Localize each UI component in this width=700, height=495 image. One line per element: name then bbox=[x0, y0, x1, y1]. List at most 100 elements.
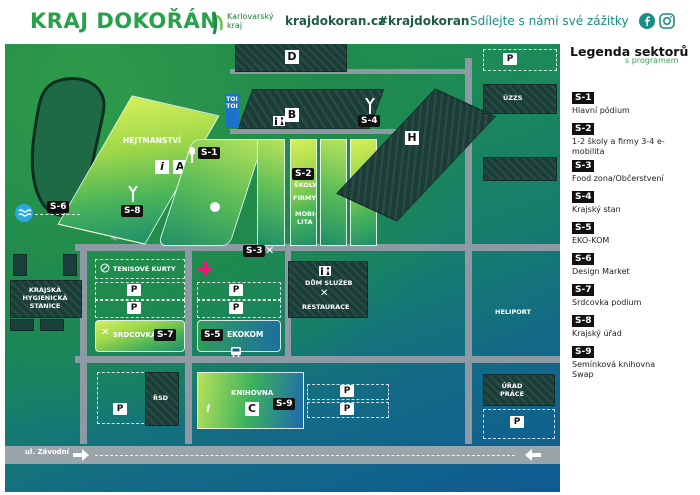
road-top-horizontal bbox=[230, 69, 470, 74]
rsd-building bbox=[145, 372, 179, 426]
road-lower-horizontal bbox=[75, 356, 560, 363]
logo-text: Karlovarský kraj bbox=[227, 12, 274, 30]
path-s6 bbox=[35, 214, 80, 215]
parking-sign-2: P bbox=[127, 302, 141, 314]
venue-map: HEJTMANSTVÍ i A S-8 S-1 S-2 ŠKOLY FIRMY … bbox=[5, 44, 560, 492]
parking-sign-4: P bbox=[229, 302, 243, 314]
parking-sign-7: P bbox=[340, 403, 354, 415]
street-label: ul. Závodní bbox=[25, 448, 70, 456]
sector-s4: S-4 bbox=[358, 115, 381, 127]
sector-s6: S-6 bbox=[47, 201, 70, 213]
tent-icon-s4 bbox=[365, 98, 375, 114]
parking-sign-8: P bbox=[510, 416, 524, 428]
urad-prace-building bbox=[483, 374, 555, 406]
street-lane-marking bbox=[95, 455, 515, 456]
parking-area-4 bbox=[197, 300, 281, 318]
stage-center-dot bbox=[210, 202, 220, 212]
s2-label-1: ŠKOLY bbox=[294, 181, 317, 189]
parking-sign: P bbox=[503, 53, 517, 65]
road-main-horizontal bbox=[75, 244, 560, 251]
small-building-2 bbox=[63, 254, 77, 276]
legend-item: S-7 Srdcovka podium bbox=[572, 284, 642, 307]
restroom-icon-2 bbox=[319, 266, 331, 276]
sector-s8: S-8 bbox=[121, 205, 144, 217]
heliport-label: HELIPORT bbox=[495, 308, 531, 316]
tennis-label: TENISOVÉ KURTY bbox=[113, 265, 176, 273]
sector-s9: S-9 bbox=[273, 398, 296, 410]
legend-item: S-1 Hlavní pódium bbox=[572, 92, 630, 115]
rsd-label: ŘSD bbox=[153, 394, 169, 402]
tennis-icon bbox=[100, 263, 110, 273]
uzzs-building bbox=[483, 84, 557, 114]
small-building-3 bbox=[10, 319, 34, 331]
parking-area-1 bbox=[95, 282, 185, 300]
legend-item: S-3 Food zona/Občerstvení bbox=[572, 160, 664, 183]
hejtmanstvi-label: HEJTMANSTVÍ bbox=[123, 136, 181, 145]
page-title: KRAJ DOKOŘÁN bbox=[30, 9, 219, 33]
urad-prace-label: ÚŘAD PRÁCE bbox=[500, 382, 525, 398]
legend-panel: Legenda sektorů s programem S-1 Hlavní p… bbox=[560, 44, 700, 495]
small-building-1 bbox=[13, 254, 27, 276]
legend-title: Legenda sektorů bbox=[570, 44, 689, 59]
legend-item: S-6 Design Market bbox=[572, 253, 630, 276]
sector-s7: S-7 bbox=[154, 329, 177, 341]
legend-item: S-5 EKO-KOM bbox=[572, 222, 610, 245]
facebook-icon[interactable] bbox=[639, 13, 655, 29]
sector-s5: S-5 bbox=[201, 329, 224, 341]
parking-area-2 bbox=[95, 300, 185, 318]
parking-sign-3: P bbox=[229, 284, 243, 296]
s2-label-4: LITA bbox=[297, 218, 313, 226]
building-h-label: H bbox=[405, 131, 419, 145]
info-icon: i bbox=[155, 160, 169, 174]
parking-area-7 bbox=[307, 402, 389, 418]
parking-sign-6: P bbox=[340, 385, 354, 397]
road-right-vertical bbox=[465, 58, 472, 444]
header: KRAJ DOKOŘÁN Karlovarský kraj krajdokora… bbox=[0, 0, 700, 44]
medical-cross-icon bbox=[198, 262, 212, 276]
knihovna-building bbox=[197, 372, 304, 429]
parking-sign-5: P bbox=[113, 403, 127, 415]
urad-parking bbox=[483, 409, 555, 439]
small-building-4 bbox=[40, 319, 64, 331]
share-text: Sdílejte s námi své zážitky bbox=[470, 14, 629, 28]
legend-subtitle: s programem bbox=[625, 56, 679, 65]
hashtag: #krajdokoran bbox=[378, 14, 470, 28]
sector-s3: S-3 bbox=[243, 245, 266, 257]
parking-top-right bbox=[483, 49, 557, 71]
srdcovka-food-icon: ✕ bbox=[101, 327, 110, 338]
tent-icon-s8 bbox=[128, 186, 138, 202]
kraj-logo-icon bbox=[211, 11, 223, 35]
road-upper-right bbox=[230, 129, 470, 134]
road-left-vertical bbox=[80, 244, 87, 444]
legend-item: S-4 Krajský stan bbox=[572, 191, 621, 214]
restroom-icon bbox=[273, 116, 285, 126]
building-d bbox=[235, 44, 347, 72]
food-icon: ✕ bbox=[265, 244, 275, 257]
bus-icon bbox=[231, 347, 241, 357]
microphone-icon bbox=[189, 147, 195, 163]
sector-s2: S-2 bbox=[292, 168, 315, 180]
website-link[interactable]: krajdokoran.cz bbox=[285, 14, 386, 28]
building-d-label: D bbox=[285, 50, 299, 64]
karlovarsky-kraj-logo: Karlovarský kraj bbox=[210, 10, 274, 38]
hygiene-label: KRAJSKÁ HYGIENICKÁ STANICE bbox=[22, 286, 68, 310]
restaurace-label: RESTAURACE bbox=[302, 303, 350, 311]
tennis-courts bbox=[95, 259, 185, 279]
hygiene-station bbox=[10, 280, 82, 318]
parking-area-6 bbox=[307, 384, 389, 400]
instagram-icon[interactable] bbox=[659, 13, 675, 29]
legend-item: S-9 Semínková knihovna Swap bbox=[572, 346, 656, 379]
road-middle-vertical bbox=[185, 244, 192, 444]
building-b-label: B bbox=[285, 108, 299, 122]
ekokom-label: EKOKOM bbox=[227, 330, 264, 339]
s2-label-2: FIRMY bbox=[293, 194, 317, 202]
s2-label-3: MOBI- bbox=[295, 210, 318, 218]
parking-sign-1: P bbox=[127, 284, 141, 296]
uzzs-annex bbox=[483, 157, 557, 181]
parking-area-3 bbox=[197, 282, 281, 300]
restaurant-icon: ✕ bbox=[320, 288, 329, 299]
arrow-right-icon bbox=[73, 449, 89, 461]
uzzs-label: ÚZZS bbox=[503, 94, 523, 102]
legend-item: S-2 1-2 školy a firmy 3-4 e-mobilita bbox=[572, 123, 665, 156]
rsd-parking bbox=[97, 372, 149, 424]
